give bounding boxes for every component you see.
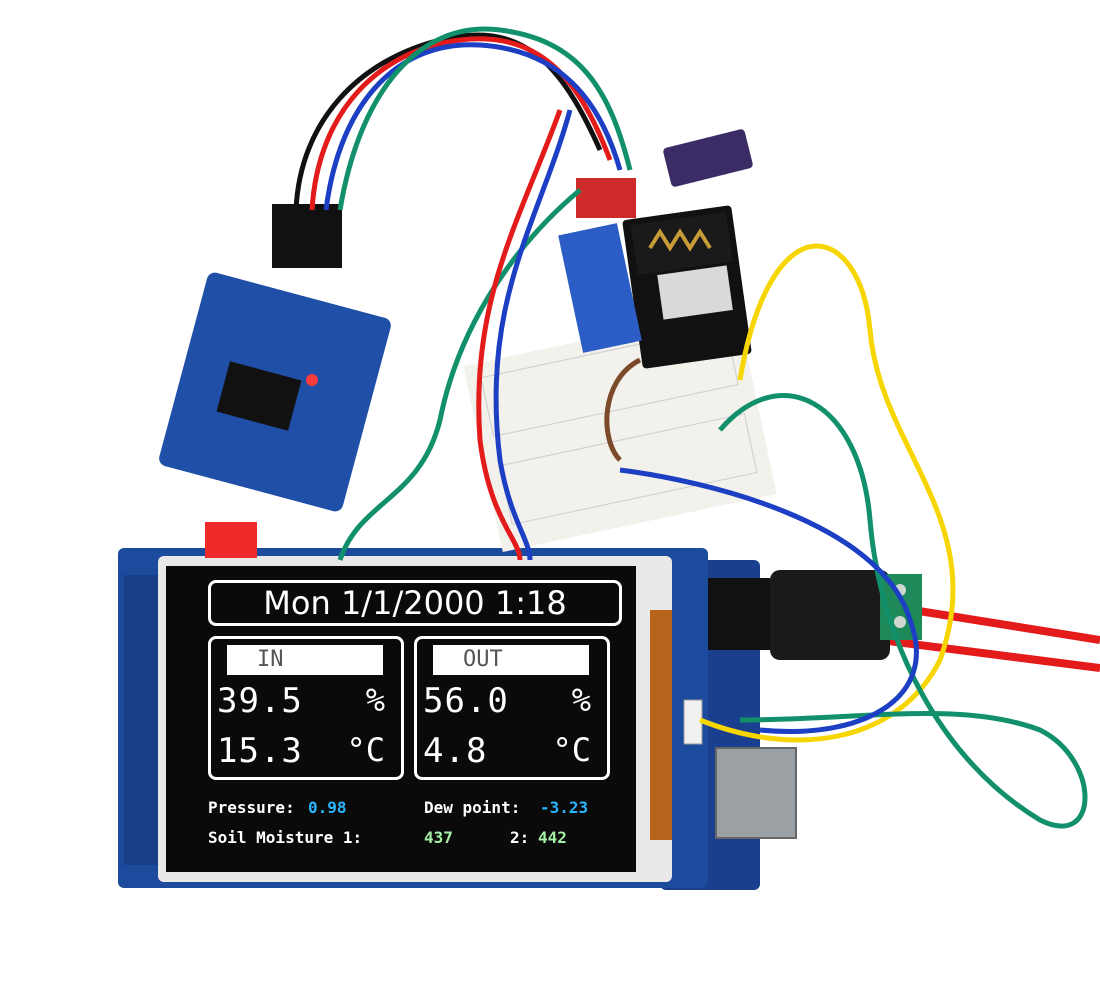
outdoor-temperature-unit: °C <box>552 731 591 769</box>
pin-connector-red <box>576 178 636 218</box>
dc-adapter-body <box>770 570 890 660</box>
wire-red <box>309 36 613 211</box>
tft-screen: Mon 1/1/2000 1:18 IN 39.5 % 15.3 °C OUT … <box>170 570 632 868</box>
wire-blue <box>323 42 623 211</box>
mini-breadboard <box>463 307 777 553</box>
outdoor-humidity: 56.0 <box>423 681 509 721</box>
indoor-humidity-unit: % <box>365 681 385 719</box>
soil-moisture-2-value: 442 <box>538 828 567 847</box>
red-tab <box>205 522 257 558</box>
wire-brown <box>604 357 642 462</box>
wire-green-2 <box>337 188 582 561</box>
pressure-value: 0.98 <box>308 798 347 817</box>
usb-port <box>715 747 797 839</box>
date-time-title: Mon 1/1/2000 1:18 <box>208 580 622 626</box>
indoor-temperature: 15.3 <box>217 731 303 771</box>
wire-green-3 <box>718 393 1088 829</box>
outdoor-panel: OUT 56.0 % 4.8 °C <box>414 636 610 780</box>
rtc-module <box>159 204 391 512</box>
wire-yellow <box>699 243 956 743</box>
indoor-label: IN <box>227 645 383 675</box>
dew-point-value: -3.23 <box>540 798 589 817</box>
indoor-panel: IN 39.5 % 15.3 °C <box>208 636 404 780</box>
outdoor-label: OUT <box>433 645 589 675</box>
sensor-board-blue <box>558 223 642 353</box>
pressure-sensor <box>663 129 753 187</box>
soil-moisture-label: Soil Moisture 1: <box>208 828 363 847</box>
wire-red-2 <box>476 109 563 561</box>
wire-blue-3 <box>619 467 919 734</box>
indoor-humidity: 39.5 <box>217 681 303 721</box>
dew-point-label: Dew point: <box>424 798 521 817</box>
indoor-temperature-unit: °C <box>346 731 385 769</box>
flex-cable <box>650 610 672 840</box>
power-jack <box>700 578 770 650</box>
outdoor-temperature: 4.8 <box>423 731 488 771</box>
soil-moisture-1-value: 437 <box>424 828 453 847</box>
soil-moisture-2-label: 2: <box>510 828 530 847</box>
power-cable-red-1 <box>899 604 1100 644</box>
nrf24-module <box>622 205 752 369</box>
wire-green <box>337 26 633 211</box>
pressure-label: Pressure: <box>208 798 295 817</box>
wire-blue-2 <box>493 109 573 561</box>
outdoor-humidity-unit: % <box>571 681 591 719</box>
